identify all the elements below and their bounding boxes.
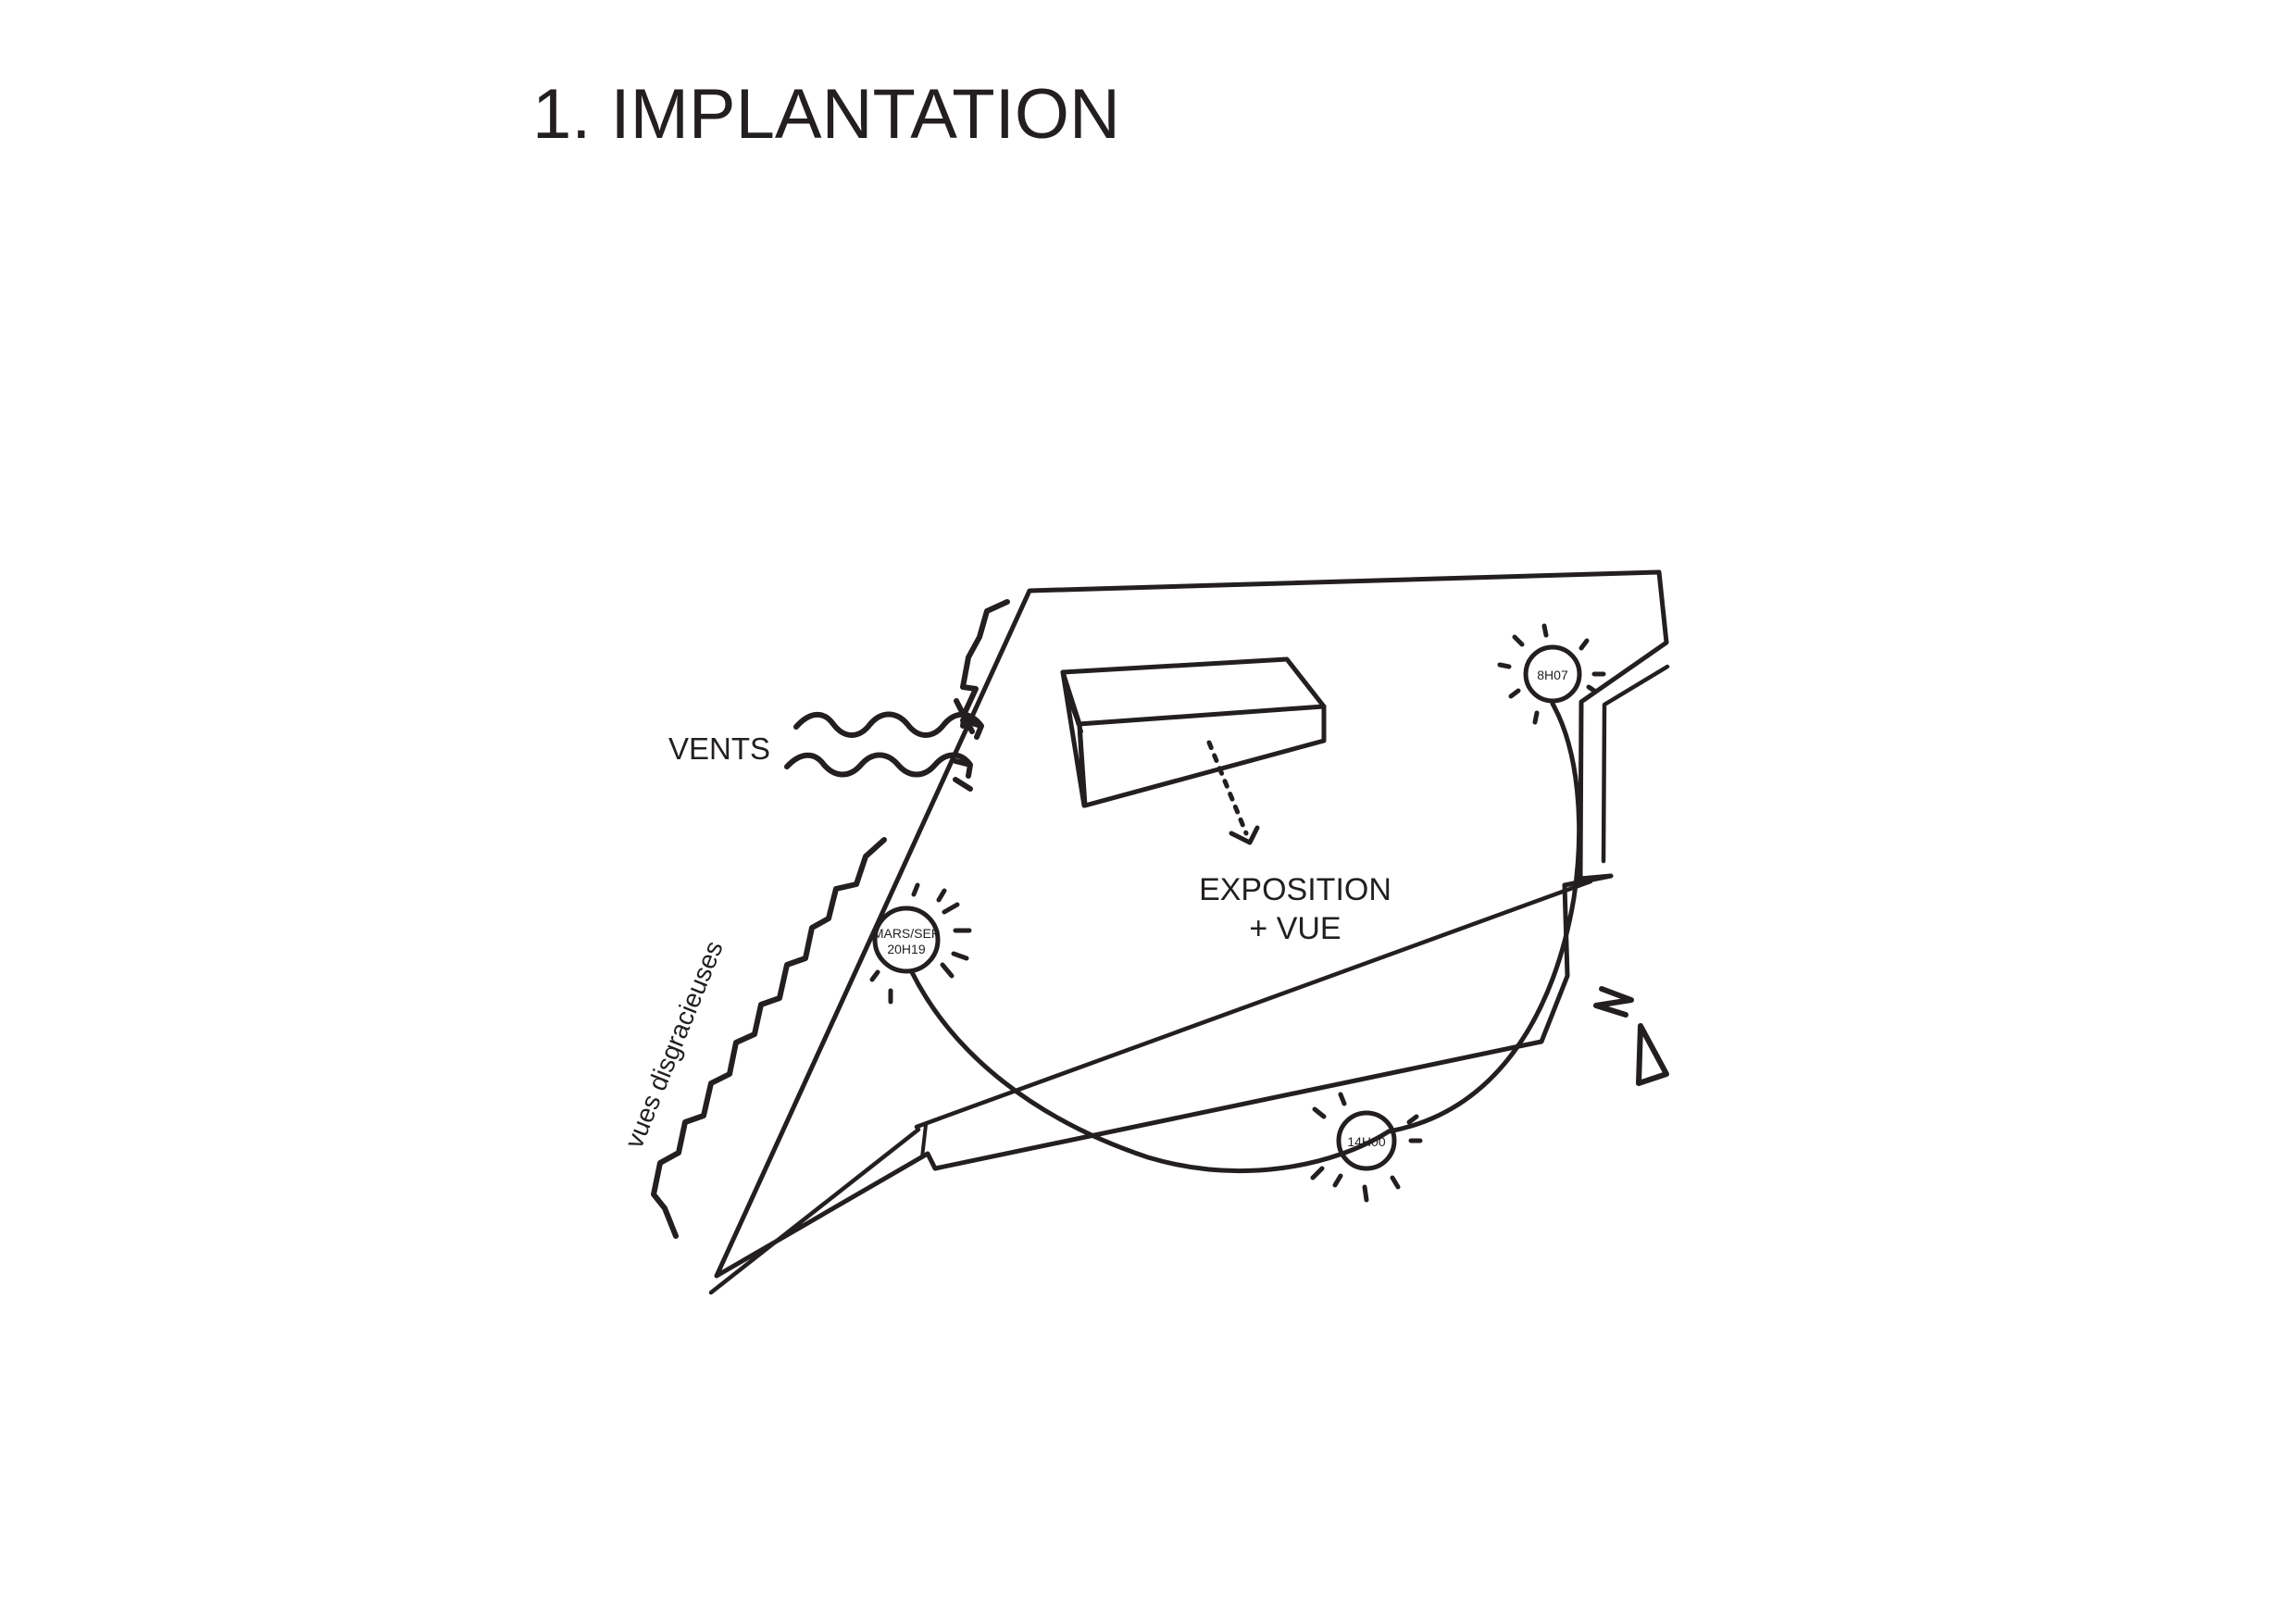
sun-sunset-line1: MARS/SEP	[873, 926, 940, 941]
exposition-arrow	[1206, 740, 1260, 845]
sun-noon-symbol: 14H00	[1310, 1092, 1423, 1203]
site-tick	[920, 1123, 928, 1159]
sun-noon-line1: 14H00	[1347, 1134, 1385, 1149]
page-title: 1. IMPLANTATION	[532, 75, 1120, 154]
north-arrow-icon	[1593, 986, 1669, 1086]
sun-sunrise-symbol: 8H07	[1497, 623, 1606, 725]
exposition-label-line1: EXPOSITION	[1199, 872, 1391, 907]
sun-sunset-symbol: MARS/SEP 20H19	[869, 882, 972, 1005]
view-zigzag-lower	[651, 837, 887, 1239]
sun-path-arc	[909, 701, 1582, 1173]
vues-disgracieuses-label: vues disgracieuses	[619, 937, 729, 1152]
view-zigzag-upper	[960, 599, 1010, 729]
vents-label: VENTS	[668, 731, 770, 766]
building-block	[1060, 656, 1327, 808]
site-outline	[714, 569, 1669, 1279]
sun-sunrise-line1: 8H07	[1537, 668, 1568, 682]
sun-sunset-line2: 20H19	[887, 942, 925, 956]
site-inner-line	[708, 664, 1670, 1295]
exposition-label-line2: + VUE	[1249, 911, 1341, 946]
wind-waves	[784, 698, 984, 792]
